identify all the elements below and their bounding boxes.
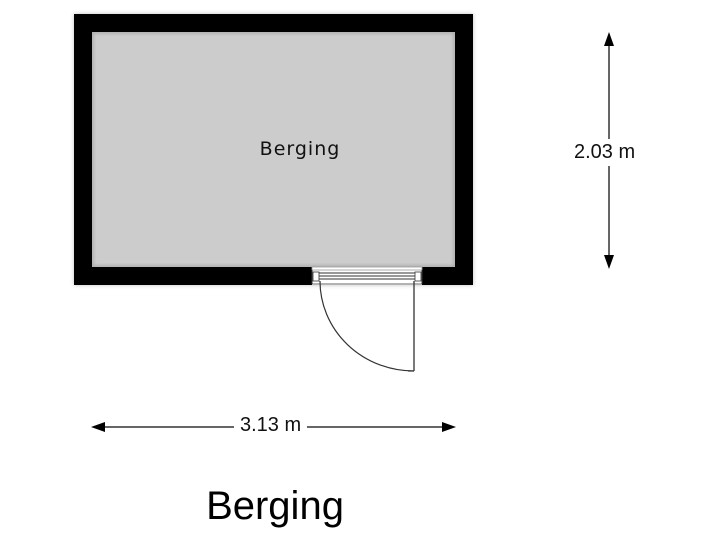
arrow-up-icon — [604, 32, 614, 46]
arrow-down-icon — [604, 255, 614, 269]
room-label: Berging — [259, 138, 341, 160]
door-threshold — [311, 266, 423, 271]
floor-edge-shade — [90, 30, 457, 269]
door-jamb-right — [414, 271, 422, 282]
arrow-right-icon — [442, 422, 456, 432]
room-floor — [92, 32, 455, 267]
door — [311, 266, 423, 372]
door-swing-arc — [319, 280, 415, 372]
dimension-label-depth: 2.03 m — [572, 139, 638, 166]
plan-title: Berging — [206, 484, 344, 528]
door-jamb-left — [312, 271, 320, 282]
room-walls — [74, 14, 473, 285]
arrow-left-icon — [91, 422, 105, 432]
dimension-label-width: 3.13 m — [234, 414, 308, 437]
